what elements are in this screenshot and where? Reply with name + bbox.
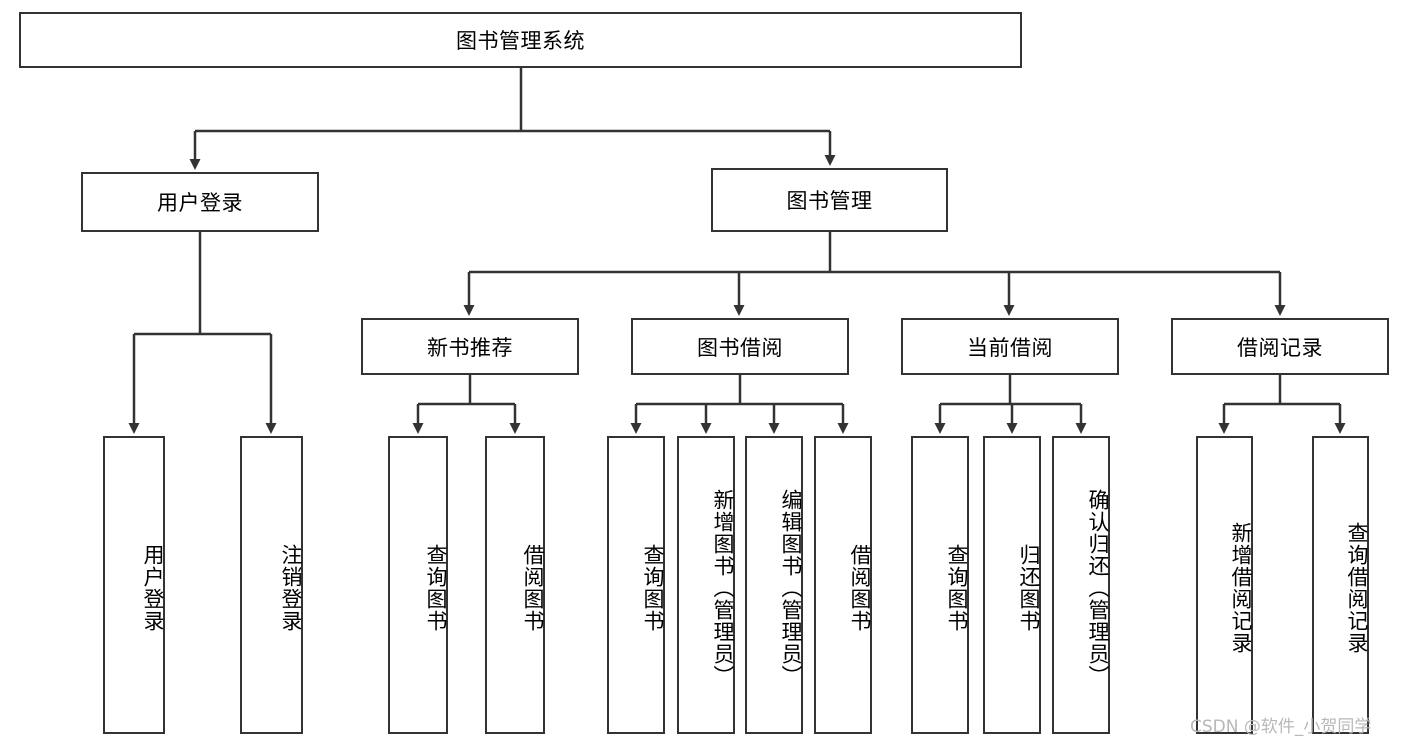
node-book-borrowing[interactable]: 图书借阅 bbox=[631, 318, 849, 375]
leaf-edit-book-admin[interactable]: 编辑图书（管理员） bbox=[745, 436, 803, 734]
node-user-login[interactable]: 用户登录 bbox=[81, 172, 319, 232]
leaf-user-login[interactable]: 用户登录 bbox=[103, 436, 165, 734]
csdn-watermark: CSDN @软件_小贺同学 bbox=[1190, 717, 1372, 737]
leaf-borrow-books[interactable]: 借阅图书 bbox=[814, 436, 872, 734]
leaf-query-borrow-record[interactable]: 查询借阅记录 bbox=[1312, 436, 1369, 734]
leaf-query-books-new[interactable]: 查询图书 bbox=[388, 436, 448, 734]
node-current-borrowing[interactable]: 当前借阅 bbox=[901, 318, 1119, 375]
node-book-management[interactable]: 图书管理 bbox=[711, 168, 948, 232]
node-new-book-recommendation[interactable]: 新书推荐 bbox=[361, 318, 579, 375]
leaf-borrow-books-new[interactable]: 借阅图书 bbox=[485, 436, 545, 734]
leaf-logout[interactable]: 注销登录 bbox=[240, 436, 303, 734]
leaf-query-books-current[interactable]: 查询图书 bbox=[911, 436, 969, 734]
node-borrowing-records[interactable]: 借阅记录 bbox=[1171, 318, 1389, 375]
leaf-return-books[interactable]: 归还图书 bbox=[983, 436, 1041, 734]
leaf-add-borrow-record[interactable]: 新增借阅记录 bbox=[1196, 436, 1253, 734]
leaf-confirm-return-admin[interactable]: 确认归还（管理员） bbox=[1052, 436, 1110, 734]
leaf-add-book-admin[interactable]: 新增图书（管理员） bbox=[677, 436, 735, 734]
leaf-query-books-borrow[interactable]: 查询图书 bbox=[607, 436, 665, 734]
node-root-book-management-system[interactable]: 图书管理系统 bbox=[19, 12, 1022, 68]
